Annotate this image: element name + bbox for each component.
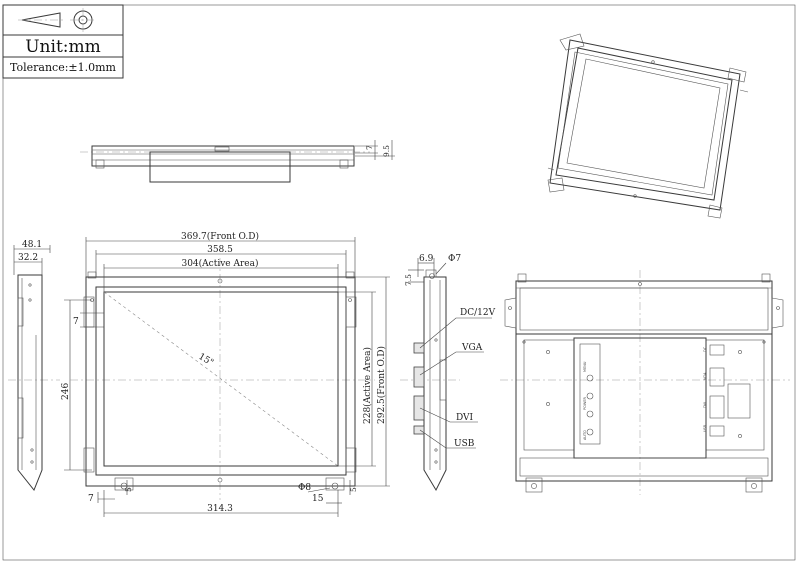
- dim-side-32-2: 32.2: [18, 253, 38, 263]
- isometric-view: [547, 33, 749, 219]
- title-block: Unit:mm Tolerance:±1.0mm: [2, 4, 124, 79]
- unit-label: Unit:mm: [25, 37, 101, 57]
- dim-side-48-1: 48.1: [22, 240, 42, 250]
- callout-usb: USB: [454, 439, 475, 449]
- dim-left-7: 7: [73, 317, 79, 327]
- board-label-vga: VGA: [703, 372, 707, 380]
- dim-bottom-left-5: 5: [124, 487, 133, 492]
- board-label-dvi: DVI: [703, 402, 707, 408]
- dim-height-246: 246: [61, 383, 71, 400]
- dim-bottom-width: 314.3: [207, 504, 233, 514]
- drawing-border: [2, 4, 796, 561]
- dc-jack-icon: [413, 342, 425, 354]
- tolerance-label: Tolerance:±1.0mm: [10, 61, 117, 74]
- dim-bottom-7: 7: [88, 494, 94, 504]
- board-label-dc: DC: [703, 346, 707, 352]
- right-side-view: 6.9 Φ7 7.5 DC/12V VGA DVI USB: [400, 254, 496, 492]
- active-area: [103, 291, 339, 467]
- projection-symbol-icon: [18, 8, 96, 32]
- usb-port-icon: [413, 425, 425, 435]
- callout-dc-12v: DC/12V: [460, 308, 496, 318]
- dim-front-od-height: 292.5(Front O.D): [376, 346, 387, 424]
- board-label-power: POWER: [583, 396, 587, 410]
- auto-button-icon: [586, 410, 594, 418]
- dim-right-6-9: 6.9: [419, 254, 434, 264]
- top-edge-view: 7 9.5: [80, 140, 395, 183]
- dim-right-7-5: 7.5: [404, 274, 413, 286]
- diagonal-size-label: 15": [197, 352, 216, 368]
- dim-top-9-5: 9.5: [382, 145, 391, 157]
- dim-front-od-width: 369.7(Front O.D): [181, 231, 259, 242]
- dim-hole-phi-8: Φ8: [298, 483, 311, 493]
- callout-vga: VGA: [461, 343, 483, 353]
- callout-dvi: DVI: [456, 413, 474, 423]
- board-label-menu: MENU: [583, 361, 587, 372]
- front-bezel: [85, 276, 356, 487]
- front-view: 15" 369.7(Front O.D) 358.5 304(Active Ar…: [70, 231, 390, 517]
- dim-bottom-right-5: 5: [349, 487, 358, 492]
- rear-chassis: [515, 280, 773, 482]
- board-label-auto: AUTO: [583, 430, 587, 440]
- vga-port-icon: [413, 366, 425, 388]
- board-label-usb: USB: [703, 424, 707, 432]
- dim-active-height: 228(Active Area): [362, 347, 373, 424]
- dim-active-width: 304(Active Area): [181, 258, 258, 269]
- menu-button-icon: [586, 374, 594, 382]
- dim-top-7: 7: [365, 145, 374, 150]
- dim-bottom-15: 15: [312, 494, 324, 504]
- dim-mount-width: 358.5: [207, 245, 233, 255]
- rear-view: MENU POWER AUTO DC VGA DVI USB: [500, 270, 790, 495]
- left-side-view: 48.1 32.2 246: [8, 240, 92, 491]
- power-button-icon: [586, 392, 594, 400]
- dvi-port-icon: [413, 395, 425, 421]
- dim-right-phi-7: Φ7: [448, 254, 461, 264]
